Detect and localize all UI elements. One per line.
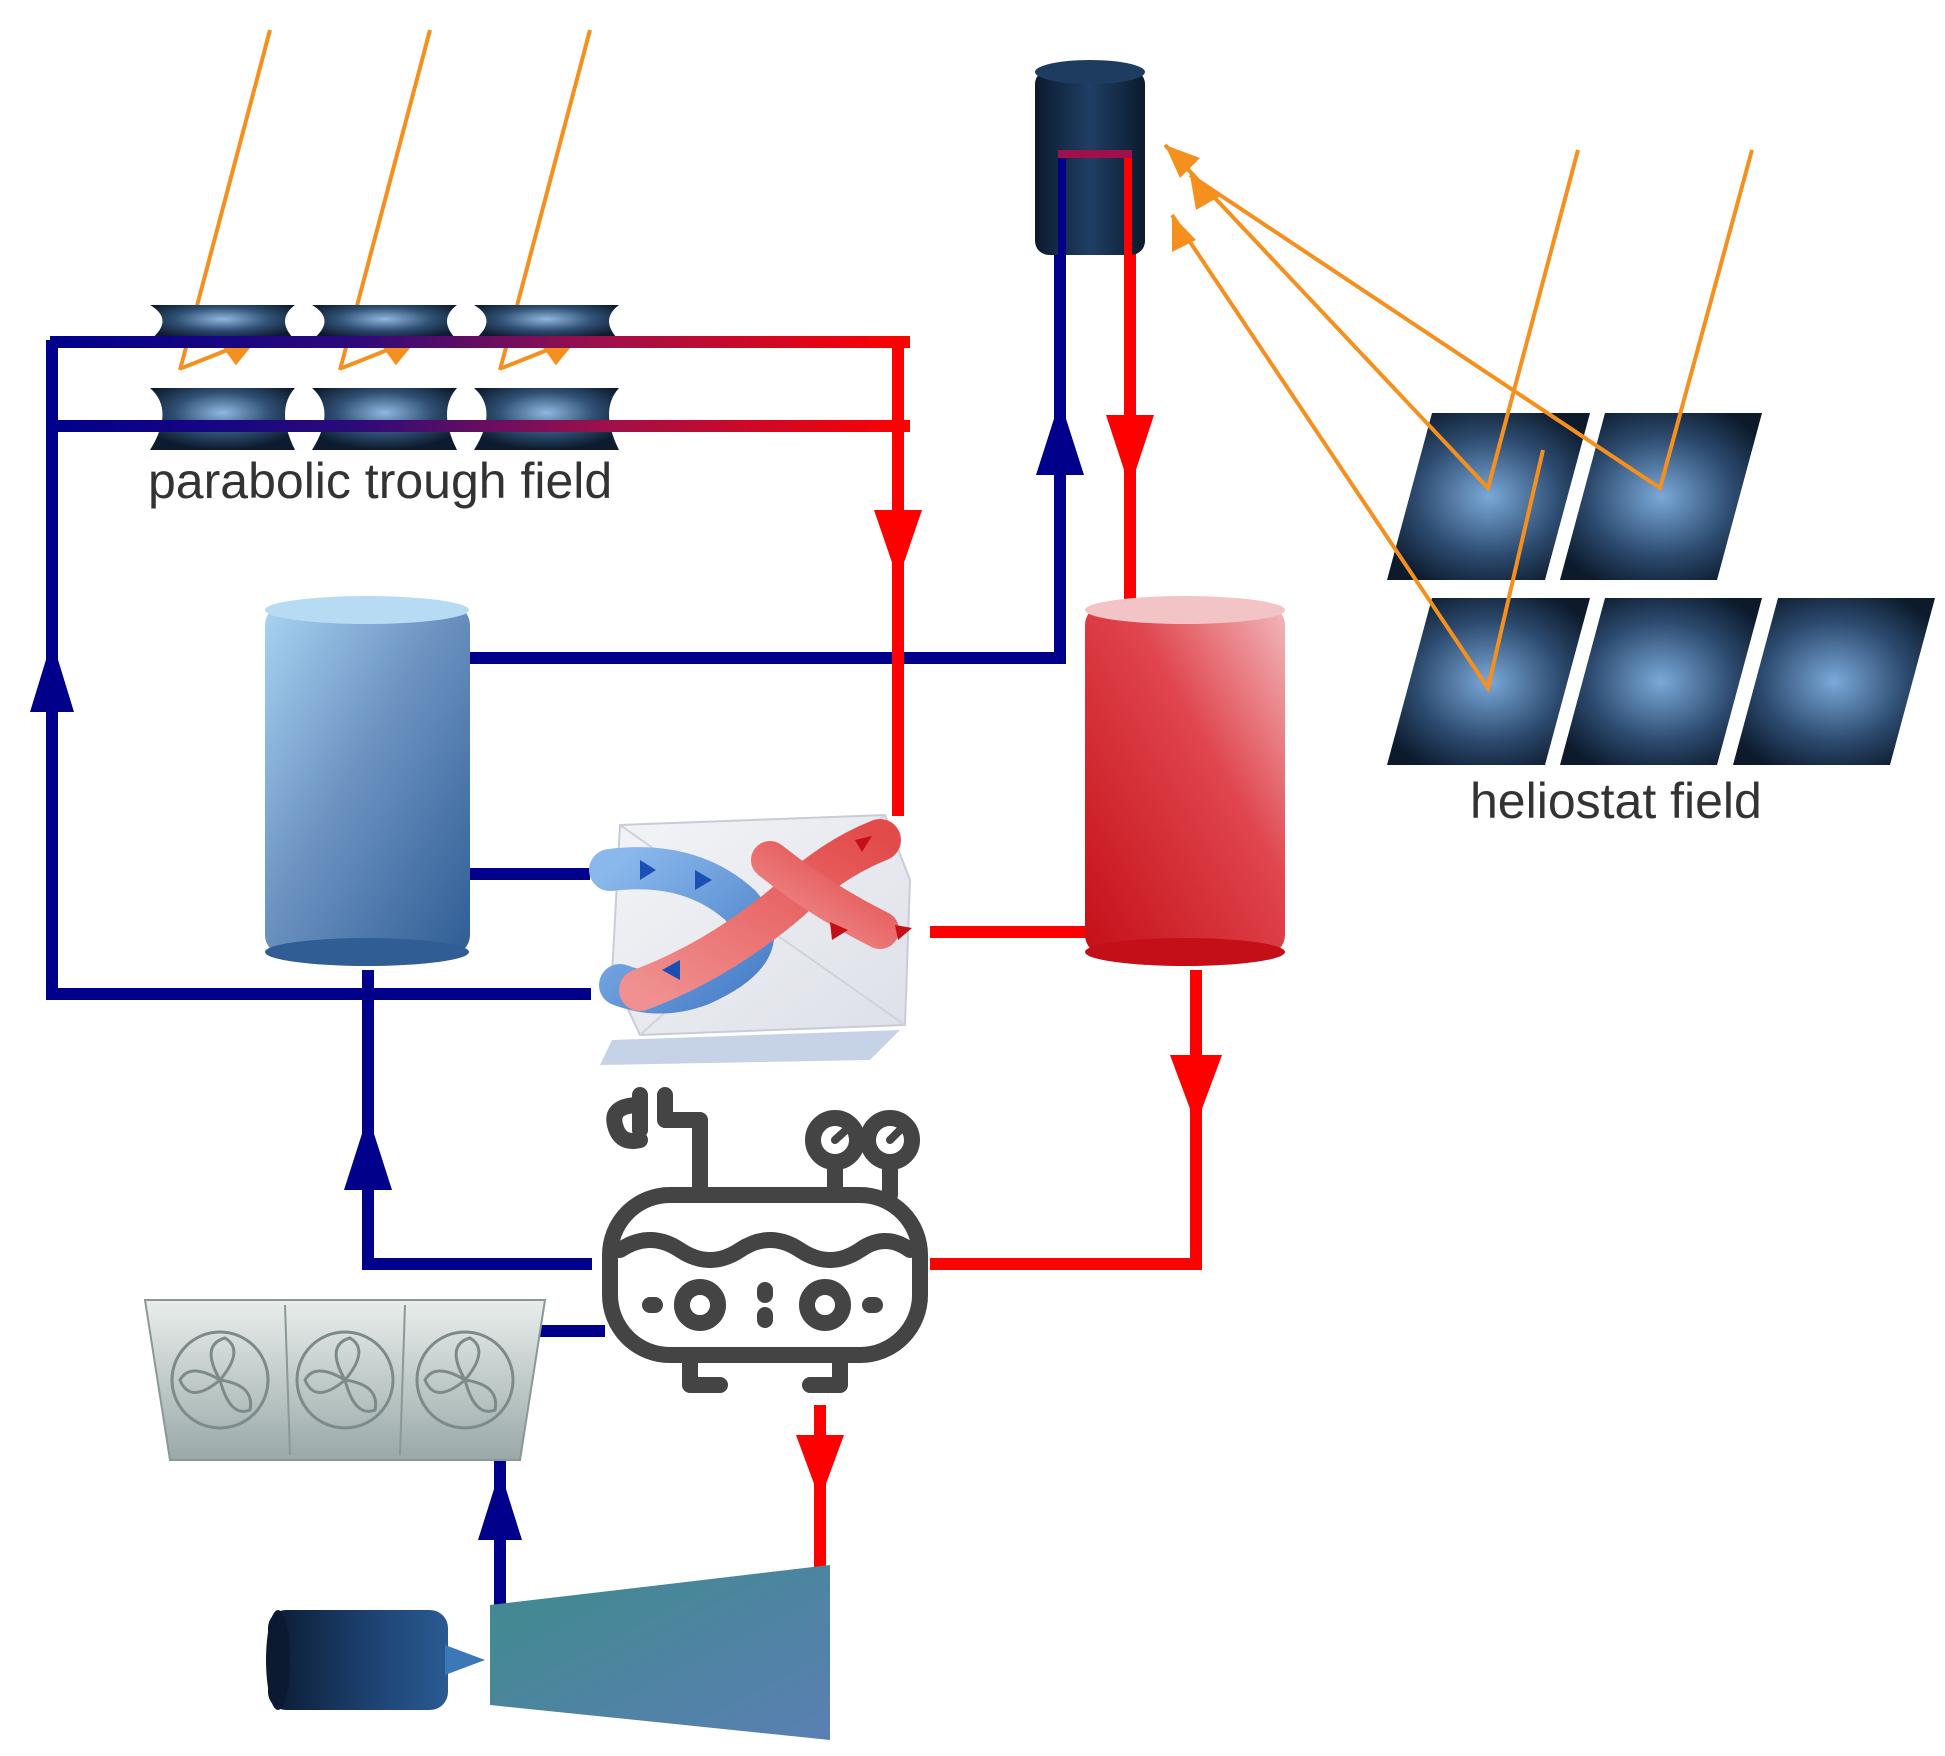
up-arrow-icon [478, 1470, 522, 1540]
heliostat-mirror-icon [1560, 598, 1762, 765]
fan-icon [295, 1330, 395, 1430]
down-arrow-icon [1106, 415, 1154, 488]
steam-generator-icon [602, 1087, 928, 1393]
heliostat-mirror-icon [1560, 413, 1762, 580]
heliostat-field-label: heliostat field [1470, 773, 1762, 829]
parabolic-trough-collector-icon [312, 388, 457, 450]
trough-collector-row-bottom [150, 388, 619, 450]
trough-absorber-pipe-bottom [50, 420, 910, 432]
cold-storage-tank-icon [265, 596, 470, 966]
electric-generator-icon [266, 1610, 485, 1710]
down-arrow-icon [796, 1435, 844, 1500]
hot-storage-tank-icon [1085, 596, 1285, 966]
parabolic-trough-collector-icon [150, 305, 295, 340]
trough-field-label: parabolic trough field [148, 453, 612, 509]
trough-absorber-pipe-top [50, 336, 910, 348]
up-arrow-icon [30, 640, 74, 712]
parabolic-trough-collector-icon [312, 305, 457, 340]
trough-collector-row-top [150, 305, 619, 340]
parabolic-trough-collector-icon [474, 305, 619, 340]
solar-tower-receiver-icon [1035, 60, 1145, 255]
hot-flow-arrows [796, 415, 1222, 1500]
air-cooled-condenser-icon [143, 1299, 547, 1461]
up-arrow-icon [344, 1115, 392, 1190]
gauge-needles [831, 1126, 904, 1144]
fan-icon [415, 1330, 515, 1430]
cold-pipe-network [46, 150, 1094, 1610]
heliostat-sun-rays [1163, 143, 1754, 693]
parabolic-trough-collector-icon [474, 388, 619, 450]
down-arrow-icon [874, 510, 922, 580]
steam-turbine-icon [490, 1565, 830, 1740]
parabolic-trough-collector-icon [150, 388, 295, 450]
cold-flow-arrows [30, 400, 1084, 1540]
down-arrow-icon [1170, 1055, 1222, 1125]
heliostat-mirror-icon [1733, 598, 1935, 765]
up-arrow-icon [1036, 400, 1084, 475]
heat-exchanger-icon [589, 813, 912, 1065]
heliostat-mirror-icon [1387, 413, 1590, 580]
fan-icon [170, 1330, 270, 1430]
